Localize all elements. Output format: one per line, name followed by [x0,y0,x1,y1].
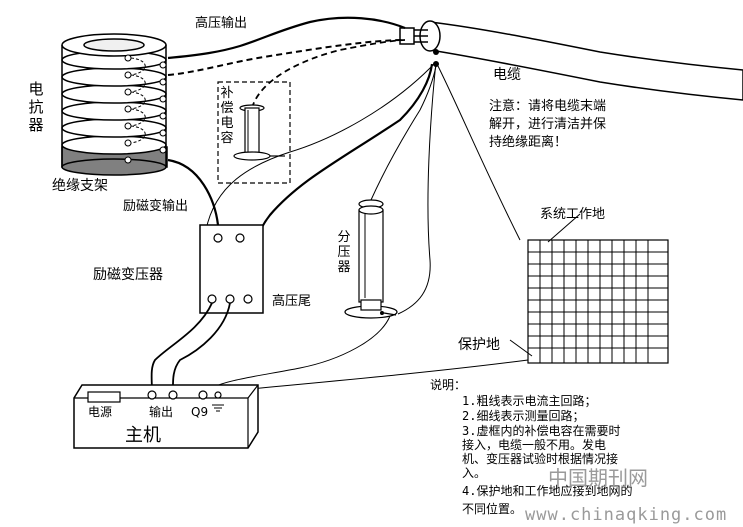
voltage-divider [344,65,437,319]
notice-line: 注意：请将电缆末端 [489,99,607,114]
system-ground-label: 系统工作地 [540,207,606,222]
ground-grid [509,213,669,364]
notice: 注意：请将电缆末端 解开，进行清洁并保 持绝缘距离！ [489,98,606,152]
watermark-url: www.chinaqking.com [525,505,728,525]
legend-item: 接入，电缆一般不用。发电 [462,438,607,452]
compensation-capacitor [217,81,291,184]
output-label: 输出 [149,405,174,419]
hv-tail-label: 高压尾 [272,294,312,309]
legend-item: 2.细线表示测量回路； [462,409,585,423]
exciter-transformer-label: 励磁变压器 [93,267,163,283]
host-label: 主机 [125,425,161,446]
hv-output-label: 高压输出 [195,16,248,31]
protective-ground-label: 保护地 [458,337,500,353]
legend-item: 不同位置。 [462,502,523,516]
legend-item: 机、变压器试验时根据情况接 [462,452,619,466]
legend-item: 1.粗线表示电流主回路； [462,394,597,408]
legend-item: 入。 [462,466,487,480]
watermark-cn: 中国期刊网 [548,466,648,490]
reactor-stack [61,33,168,176]
notice-line: 解开，进行清洁并保 [489,117,607,132]
compensation-capacitor-label: 补偿电容 [220,86,234,146]
notice-line: 持绝缘距离！ [489,135,568,150]
capacitor-lead [251,39,406,109]
legend-title: 说明： [430,378,467,392]
divider-label: 分压器 [337,230,351,275]
reactor-label: 电抗器 [28,80,44,134]
cable-label: 电缆 [493,67,521,83]
host-box [73,384,259,449]
legend-item: 4.保护地和工作地应接到地网的 [462,484,633,498]
host-wires [150,302,231,393]
legend: 说明： 1.粗线表示电流主回路； 2.细线表示测量回路； 3.虚框内的补偿电容在… [430,378,730,518]
exciter-transformer-box [199,224,264,314]
excitation-output-label: 励磁变输出 [123,199,189,214]
power-label: 电源 [88,405,113,419]
legend-item: 3.虚框内的补偿电容在需要时 [462,424,621,438]
cable-end [399,20,743,101]
q9-label: Q9 [191,405,209,419]
hv-dashed-lead [167,39,406,76]
insulating-stand-label: 绝缘支架 [52,178,108,194]
